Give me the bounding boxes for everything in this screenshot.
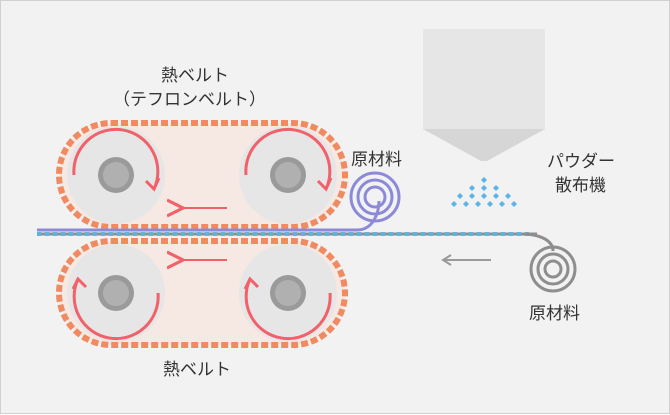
- powder-particles: [451, 177, 517, 207]
- top-left-roller: [67, 126, 165, 224]
- bottom-belt-label: 熱ベルト: [163, 360, 231, 380]
- lower-raw-material-label: 原材料: [529, 304, 580, 324]
- top-belt-label: 熱ベルト: [161, 66, 229, 86]
- clockwise-arrow-icon: [72, 278, 160, 341]
- lower-material-coil: [520, 232, 577, 293]
- bottom-left-roller: [67, 244, 165, 342]
- clockwise-arrow-icon: [244, 127, 332, 190]
- bottom-heat-belt: [56, 238, 348, 348]
- powder-spreader-label-line2: 散布機: [555, 176, 606, 196]
- left-arrow-icon: [441, 254, 491, 266]
- clockwise-arrow-icon: [244, 278, 332, 341]
- upper-raw-material-label: 原材料: [351, 150, 402, 170]
- bottom-right-roller: [239, 244, 337, 342]
- top-belt-sublabel: （テフロンベルト）: [113, 90, 266, 110]
- clockwise-arrow-icon: [72, 127, 160, 190]
- powder-spreader: [423, 29, 545, 161]
- top-right-roller: [239, 126, 337, 224]
- top-heat-belt: [56, 120, 348, 230]
- upper-material-coil: [349, 171, 401, 223]
- powder-spreader-label-line1: パウダー: [547, 152, 615, 172]
